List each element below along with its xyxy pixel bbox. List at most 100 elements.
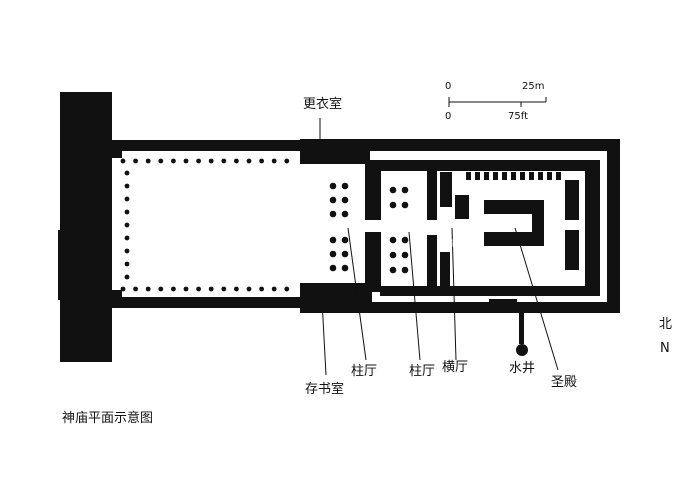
label-sanctuary: 圣殿: [551, 375, 578, 390]
scale-bar: [448, 97, 547, 107]
column: [171, 158, 176, 164]
column: [389, 236, 397, 244]
scale-ft-end: 75ft: [508, 111, 528, 122]
column: [183, 158, 189, 164]
well: [489, 299, 528, 356]
column: [547, 172, 552, 180]
scale-ft-zero: 0: [445, 111, 452, 122]
column: [246, 158, 252, 164]
column: [124, 248, 130, 254]
column: [124, 209, 130, 215]
forecourt-north-wall: [112, 140, 302, 151]
column: [221, 158, 227, 164]
column: [389, 186, 397, 194]
column: [271, 286, 277, 292]
column: [389, 201, 397, 209]
column: [158, 286, 164, 292]
column: [133, 158, 139, 164]
column: [221, 286, 227, 292]
column: [133, 286, 139, 292]
column: [124, 235, 130, 241]
column: [538, 172, 543, 180]
column: [284, 158, 290, 164]
hypostyle-wall-b: [365, 232, 381, 292]
column: [120, 158, 126, 164]
column: [502, 172, 507, 180]
column: [341, 196, 349, 204]
pointer-lines: [319, 118, 559, 376]
label-hypostyle-2: 柱厅: [409, 364, 436, 379]
column: [466, 172, 471, 180]
label-well: 水井: [509, 361, 536, 376]
column: [329, 236, 337, 244]
column: [124, 261, 130, 267]
column: [511, 172, 516, 180]
column: [259, 158, 264, 164]
column: [401, 266, 409, 274]
column: [329, 250, 337, 258]
enclosure-wall: [300, 139, 620, 313]
column: [401, 201, 409, 209]
north-label-cn: 北: [659, 317, 673, 332]
column: [341, 264, 349, 272]
column: [401, 236, 409, 244]
column: [389, 251, 397, 259]
column: [529, 172, 534, 180]
column: [475, 172, 480, 180]
column: [271, 158, 277, 164]
hypostyle-wall-a: [365, 160, 381, 220]
label-court: 祭祀庭院: [438, 239, 478, 250]
column: [484, 172, 489, 180]
column: [341, 236, 349, 244]
pronaos-front: [300, 150, 370, 164]
column: [259, 286, 264, 292]
column: [158, 158, 164, 164]
column: [341, 182, 349, 190]
column: [341, 210, 349, 218]
label-robing-room: 更衣室: [303, 97, 343, 112]
column: [145, 158, 151, 164]
column: [556, 172, 561, 180]
label-transverse-hall: 横厅: [442, 360, 469, 375]
pronaos-front-south: [300, 283, 372, 303]
column: [145, 286, 151, 292]
column: [234, 158, 239, 164]
hypostyle-wall-d: [427, 235, 437, 290]
column: [493, 172, 498, 180]
column: [329, 182, 337, 190]
column: [389, 266, 397, 274]
column: [196, 286, 202, 292]
column: [341, 250, 349, 258]
column: [329, 210, 337, 218]
scale-m-end: 25m: [522, 81, 545, 92]
column: [124, 274, 130, 280]
label-library: 存书室: [305, 382, 345, 397]
column: [120, 286, 126, 292]
column: [329, 196, 337, 204]
caption: 神庙平面示意图: [62, 411, 154, 426]
column: [171, 286, 176, 292]
column: [208, 286, 214, 292]
north-label-en: N: [660, 341, 670, 356]
pylon: [55, 92, 122, 362]
column: [124, 222, 130, 228]
column: [124, 196, 130, 202]
column: [196, 158, 202, 164]
forecourt-columns: [120, 158, 561, 292]
column: [183, 286, 189, 292]
hypostyle-wall-c: [427, 170, 437, 220]
column: [124, 170, 130, 176]
inner-temple: [380, 160, 600, 296]
forecourt-south-wall: [112, 297, 302, 308]
column: [329, 264, 337, 272]
column: [246, 286, 252, 292]
column: [284, 286, 290, 292]
column: [401, 251, 409, 259]
column: [124, 183, 130, 189]
scale-m-zero: 0: [445, 81, 452, 92]
column: [520, 172, 525, 180]
column: [208, 158, 214, 164]
label-hypostyle-1: 柱厅: [351, 364, 378, 379]
column: [401, 186, 409, 194]
